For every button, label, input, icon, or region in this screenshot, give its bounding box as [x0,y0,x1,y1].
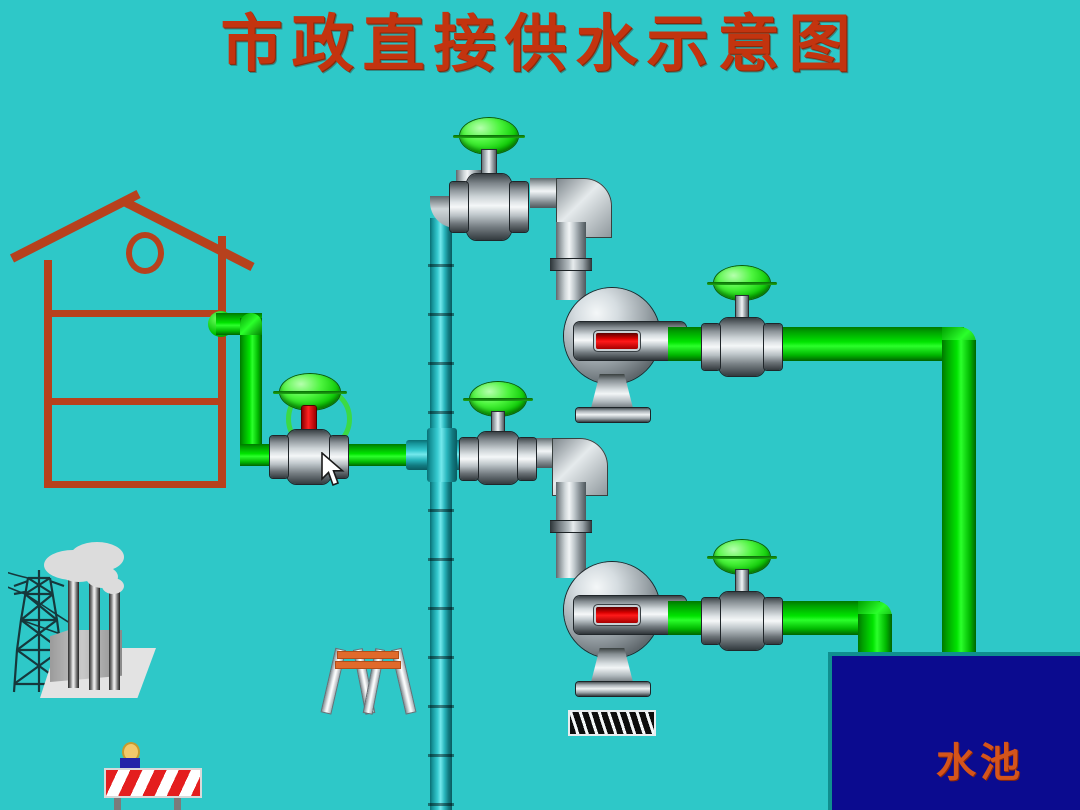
valve-body [718,592,766,650]
green-pipe-house-drop [240,318,262,464]
valve-flange-left [450,182,468,232]
well-riser-joints [428,218,454,810]
valve-stem [482,150,496,178]
pump-baseplate [576,682,650,696]
centrifugal-pump-icon[interactable] [552,288,686,428]
plant-stack-3 [109,584,120,690]
barrier-leg-left [114,792,121,810]
tank-label: 水池 [936,740,1024,786]
barrier-panel [104,768,202,798]
valve-flange-left [460,438,478,480]
pump-status-indicator [596,607,638,623]
pump-baseplate [576,408,650,422]
house-roof-left [9,190,141,263]
gate-valve-icon[interactable] [268,372,364,484]
plant-stack-2 [89,574,100,690]
steel-ring-pump2 [550,520,592,533]
green-pipe-pump1-drop [942,340,976,660]
green-elbow-house [240,313,262,335]
plant-stack-1 [68,560,79,688]
drain-grate-icon[interactable] [568,710,656,736]
valve-flange-right [764,598,782,644]
road-barrier-icon[interactable] [98,742,218,810]
valve-handwheel[interactable] [707,266,777,300]
gate-valve-icon[interactable] [702,540,788,654]
house-wall-right [218,236,226,488]
water-tank-icon[interactable]: 水池 [828,652,1080,810]
valve-flange-right [764,324,782,370]
valve-body [476,432,520,484]
valve-stem [302,406,316,434]
valve-flange-left [702,324,720,370]
valve-flange-right [510,182,528,232]
centrifugal-pump-icon[interactable] [552,562,686,702]
valve-stem [736,296,748,322]
worker-body [120,758,140,770]
green-pipe-pump1-to-tank [752,327,964,361]
steel-ring-pump1 [550,258,592,271]
valve-handwheel[interactable] [272,374,348,410]
valve-handwheel[interactable] [707,540,777,574]
power-plant-icon[interactable] [4,542,164,714]
barrier-leg-right [174,792,181,810]
gate-valve-icon[interactable] [456,382,546,486]
house-floor-1 [44,398,226,405]
gate-valve-icon[interactable] [444,118,536,242]
valve-body [718,318,766,376]
plant-smoke [102,578,124,594]
valve-flange-left [270,436,288,478]
valve-stem [492,412,504,436]
house-wall-left [44,260,52,488]
house-floor-2 [44,310,226,317]
valve-handwheel[interactable] [453,118,525,154]
gate-valve-icon[interactable] [702,266,788,380]
valve-flange-right [518,438,536,480]
valve-handwheel[interactable] [463,382,533,416]
page-title: 市政直接供水示意图 [220,7,860,80]
house-floor-base [44,481,226,488]
well-riser-icon[interactable] [430,218,452,810]
valve-flange-left [702,598,720,644]
house-icon[interactable] [9,190,258,488]
valve-stem [736,570,748,596]
step-ladder-icon[interactable] [321,644,416,714]
valve-body [466,174,512,240]
pump-status-indicator [596,333,638,349]
house-round-window-icon [126,232,164,274]
